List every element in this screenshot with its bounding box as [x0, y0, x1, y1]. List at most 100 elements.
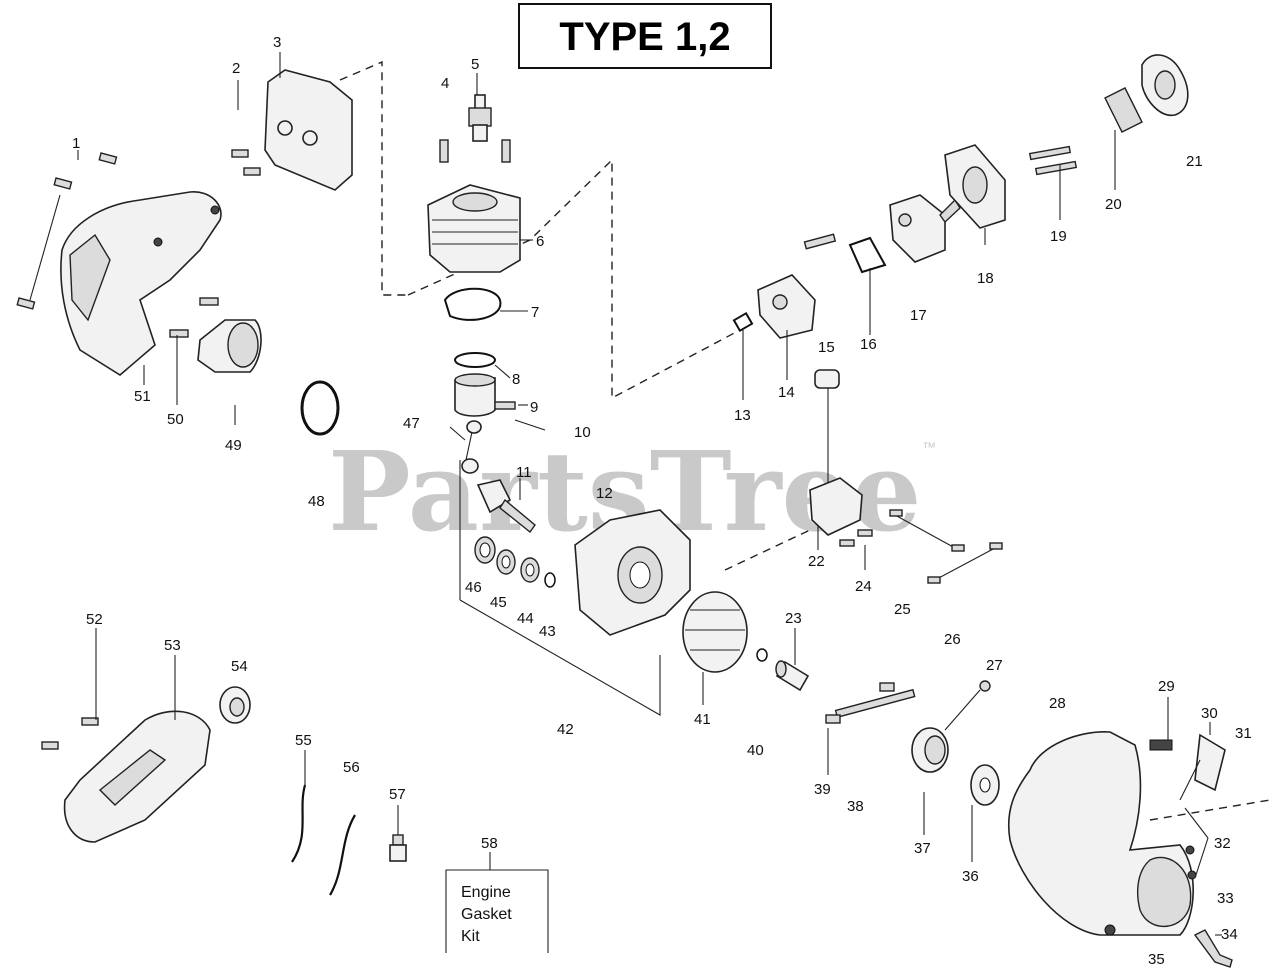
callout-29: 29	[1158, 678, 1175, 695]
part-44-seal	[520, 557, 540, 583]
callout-51: 51	[134, 388, 151, 405]
callout-20: 20	[1105, 196, 1122, 213]
title: TYPE 1,2	[559, 15, 730, 59]
callout-50: 50	[167, 411, 184, 428]
part-37-pulley	[911, 727, 949, 773]
part-20-filter	[1104, 87, 1143, 133]
part-55-fuel-line	[291, 784, 307, 863]
callout-30: 30	[1201, 705, 1218, 722]
part-7-gasket	[443, 287, 502, 321]
part-14-intake	[757, 233, 837, 339]
callout-24: 24	[855, 578, 872, 595]
callout-16: 16	[860, 336, 877, 353]
callout-44: 44	[517, 610, 534, 627]
callout-6: 6	[536, 233, 544, 250]
part-52-screws	[41, 717, 99, 750]
callout-57: 57	[389, 786, 406, 803]
part-41-flywheel	[682, 591, 748, 673]
callout-26: 26	[944, 631, 961, 648]
callout-7: 7	[531, 304, 539, 321]
part-18-filter-base	[944, 144, 1006, 229]
callout-5: 5	[471, 56, 479, 73]
kit-label-line-3: Kit	[461, 928, 480, 945]
part-21-filter-cover	[1141, 54, 1189, 116]
callout-1: 1	[72, 135, 80, 152]
callout-4: 4	[441, 75, 449, 92]
kit-label-line-1: Engine	[461, 884, 511, 901]
callout-14: 14	[778, 384, 795, 401]
callout-58: 58	[481, 835, 498, 852]
part-13-gasket	[732, 311, 754, 333]
part-17-carburetor	[889, 194, 961, 263]
part-51-cover	[60, 191, 222, 376]
callout-49: 49	[225, 437, 242, 454]
callout-41: 41	[694, 711, 711, 728]
part-3-muffler	[231, 69, 353, 191]
part-5-spark-plug	[439, 94, 511, 163]
part-6-cylinder	[427, 184, 521, 273]
callout-42: 42	[557, 721, 574, 738]
part-16-gasket	[848, 236, 887, 274]
callout-34: 34	[1221, 926, 1238, 943]
part-34-bracket	[1193, 929, 1233, 968]
callout-21: 21	[1186, 153, 1203, 170]
part-54-knob	[219, 686, 251, 724]
callout-8: 8	[512, 371, 520, 388]
callout-28: 28	[1049, 695, 1066, 712]
part-36-spring	[970, 764, 1000, 806]
callout-37: 37	[914, 840, 931, 857]
callout-10: 10	[574, 424, 591, 441]
part-11-crankshaft	[476, 479, 536, 534]
callout-2: 2	[232, 60, 240, 77]
part-19-screws	[1028, 145, 1078, 176]
callout-12: 12	[596, 485, 613, 502]
title-box	[518, 3, 772, 69]
callout-45: 45	[490, 594, 507, 611]
part-12-crankcase	[574, 509, 691, 636]
callout-48: 48	[308, 493, 325, 510]
callout-31: 31	[1235, 725, 1252, 742]
callout-55: 55	[295, 732, 312, 749]
part-56-fuel-line	[329, 814, 356, 896]
part-50-49-mount	[169, 297, 262, 373]
callout-35: 35	[1148, 951, 1165, 968]
part-58-kit: Engine Gasket Kit	[445, 852, 549, 953]
part-28-starter-housing	[1007, 731, 1197, 936]
part-47-conrod	[461, 420, 482, 474]
part-53-cover	[63, 710, 211, 843]
part-29-30-handle	[1149, 733, 1226, 801]
callout-13: 13	[734, 407, 751, 424]
callout-54: 54	[231, 658, 248, 675]
callout-40: 40	[747, 742, 764, 759]
part-1-screws	[16, 152, 118, 310]
callout-25: 25	[894, 601, 911, 618]
callout-22: 22	[808, 553, 825, 570]
callout-52: 52	[86, 611, 103, 628]
trademark-mark: ™	[922, 439, 936, 455]
part-43-circlip	[544, 572, 556, 588]
callout-17: 17	[910, 307, 927, 324]
part-46-bearing	[474, 536, 496, 564]
part-48-oring	[300, 380, 340, 436]
leader-lines	[77, 52, 1222, 936]
part-27-nut	[979, 680, 991, 692]
callout-23: 23	[785, 610, 802, 627]
callout-19: 19	[1050, 228, 1067, 245]
callout-32: 32	[1214, 835, 1231, 852]
kit-label-line-2: Gasket	[461, 906, 512, 923]
part-40-washer	[756, 648, 768, 662]
part-38-39-brackets	[825, 682, 916, 724]
part-23-sleeve	[775, 660, 810, 692]
callout-labels: 1 2 3 4 5 6 7 8 9 10 11 12 13 14 15 16 1…	[72, 34, 1252, 968]
callout-53: 53	[164, 637, 181, 654]
callout-46: 46	[465, 579, 482, 596]
callout-11: 11	[516, 464, 532, 481]
callout-33: 33	[1217, 890, 1234, 907]
callout-3: 3	[273, 34, 281, 51]
callout-36: 36	[962, 868, 979, 885]
part-22-ignition	[809, 369, 863, 536]
callout-27: 27	[986, 657, 1003, 674]
part-57-fuel-filter	[389, 834, 407, 862]
callout-9: 9	[530, 399, 538, 416]
